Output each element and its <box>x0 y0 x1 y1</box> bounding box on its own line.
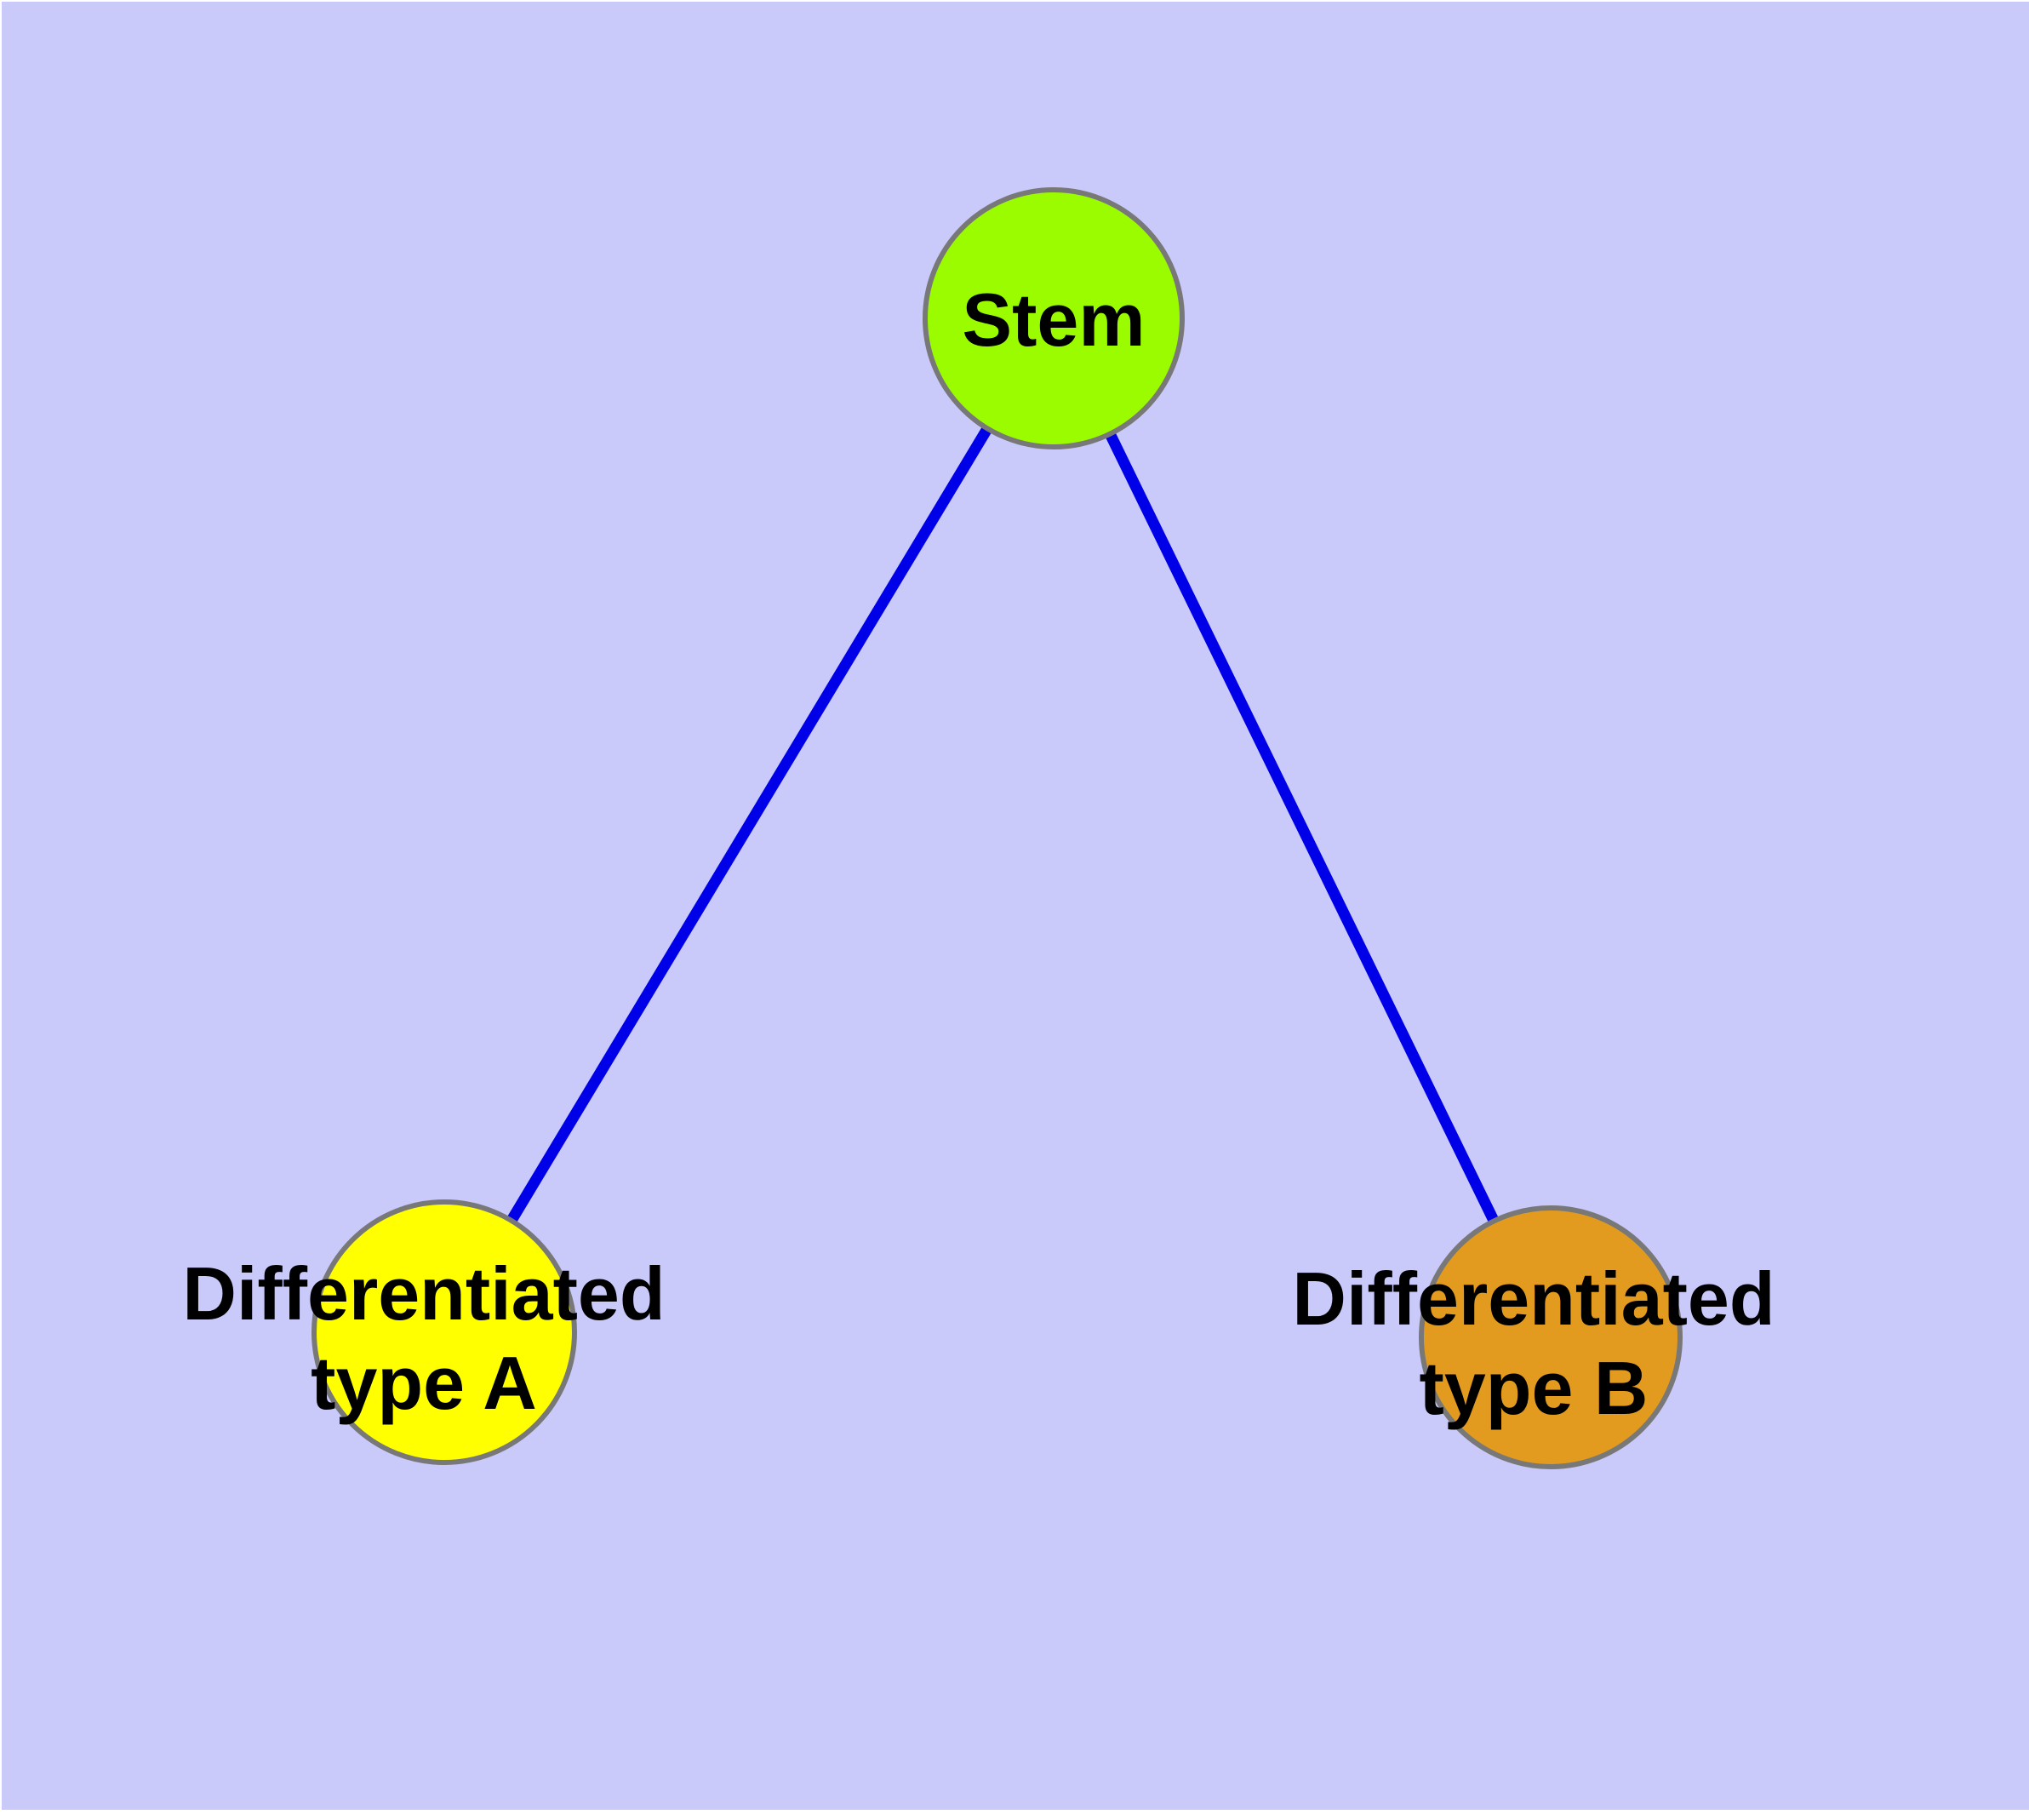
edge-stem-to-type-b <box>1049 316 1556 1340</box>
node-type-b-circle[interactable] <box>1419 1205 1683 1469</box>
node-type-b-label-line2: type B <box>1420 1346 1649 1430</box>
edges <box>439 315 1556 1340</box>
node-stem-label: Stem <box>962 278 1145 362</box>
node-type-a-label-line2: type A <box>311 1341 537 1425</box>
node-stem-circle[interactable] <box>923 187 1185 449</box>
edge-stem-to-type-a <box>439 315 1059 1336</box>
node-type-b-label-line1: Differentiated <box>1292 1256 1775 1341</box>
node-type-a-label-line1: Differentiated <box>182 1251 665 1336</box>
node-differentiated-type-b[interactable]: Differentiated type B <box>1292 1205 1775 1469</box>
node-type-a-circle[interactable] <box>311 1199 577 1465</box>
node-differentiated-type-a[interactable]: Differentiated type A <box>182 1199 666 1465</box>
node-stem[interactable]: Stem <box>923 187 1185 449</box>
